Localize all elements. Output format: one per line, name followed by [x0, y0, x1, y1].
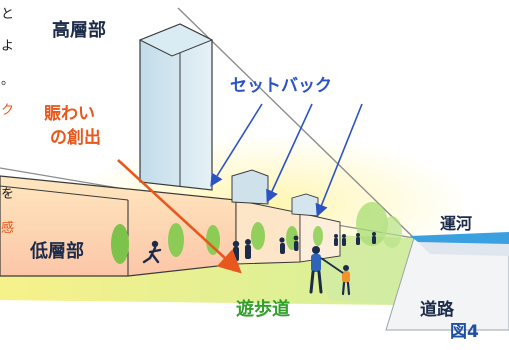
figure-number: 図4	[450, 322, 479, 342]
tower-roof	[138, 23, 214, 57]
side-text-fragment: よ	[1, 39, 15, 54]
low-rise-edge	[0, 185, 129, 201]
label-road: 道路	[420, 300, 454, 320]
label-liveliness-line1: 賑わい	[44, 104, 95, 124]
side-text-fragment: 。	[1, 73, 15, 88]
side-text-fragment: と	[1, 7, 15, 22]
pedestrians	[142, 232, 376, 296]
label-canal: 運河	[440, 214, 473, 233]
trees	[111, 202, 402, 264]
side-text-fragment: ク	[1, 103, 15, 118]
setback-arrows	[210, 103, 363, 217]
canal-water	[410, 232, 509, 244]
label-setback: セットバック	[230, 76, 332, 96]
label-liveliness-line2: の創出	[50, 128, 101, 148]
side-text-fragment: を	[1, 187, 15, 202]
label-low-rise: 低層部	[30, 241, 84, 262]
setback-tower	[231, 169, 269, 205]
label-high-rise: 高層部	[52, 20, 106, 41]
perspective-line	[177, 7, 415, 239]
side-text-fragment: 感	[1, 221, 15, 236]
setback-tower	[291, 193, 319, 217]
label-promenade: 遊歩道	[236, 299, 290, 320]
liveliness-arrow	[117, 159, 242, 274]
